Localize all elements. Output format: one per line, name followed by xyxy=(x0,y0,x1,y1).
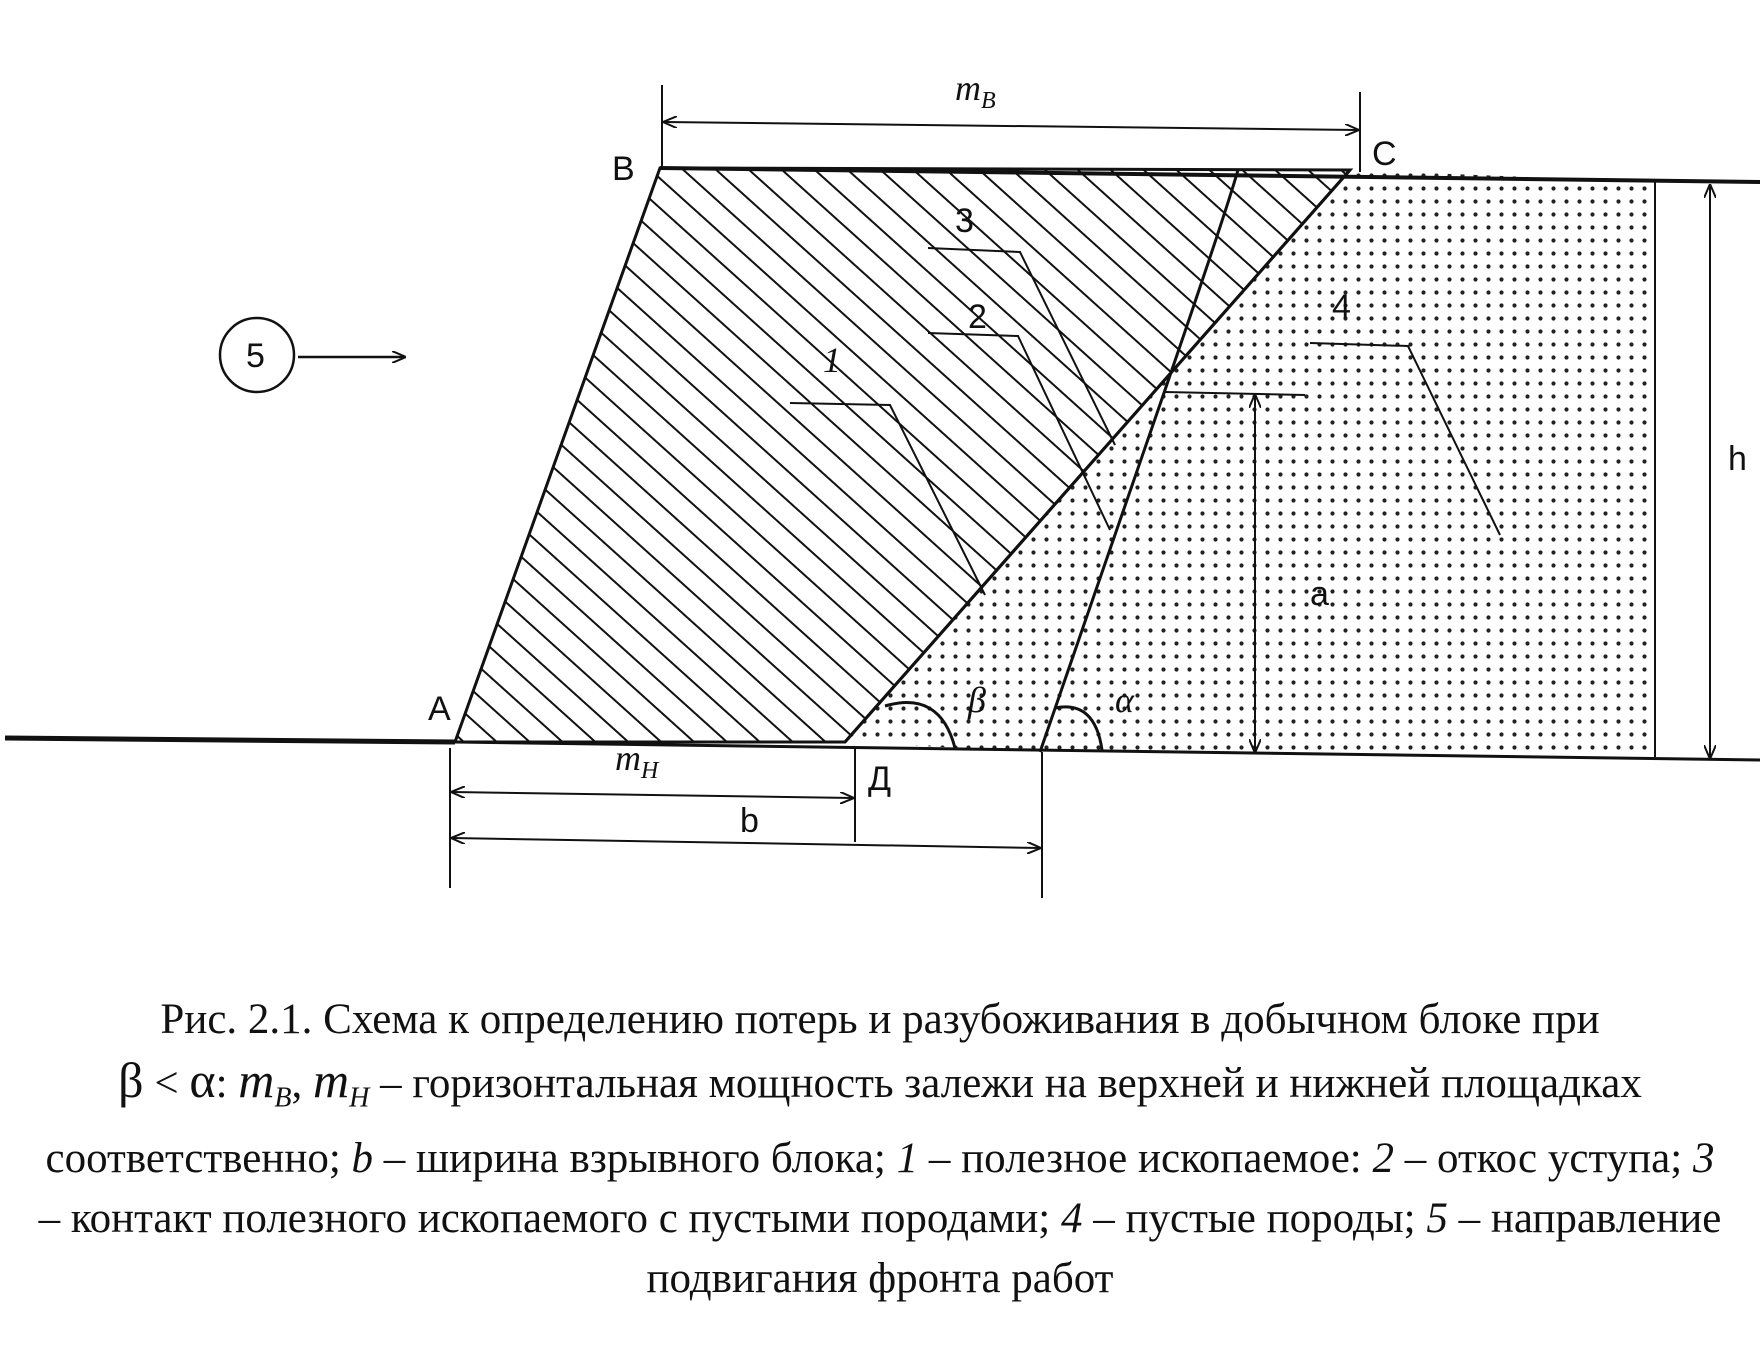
direction-5-number: 5 xyxy=(246,337,265,375)
dim-b-arrow xyxy=(452,838,1040,848)
leader-4 xyxy=(1309,342,1501,536)
figure-caption: Рис. 2.1. Схема к определению потерь и р… xyxy=(30,990,1730,1309)
ore-contact-line xyxy=(843,169,1352,743)
point-d-label: Д xyxy=(868,760,891,798)
b-label: b xyxy=(740,802,759,840)
mb-label: mB xyxy=(955,68,996,114)
leader-1 xyxy=(789,402,986,596)
a-label: a xyxy=(1310,575,1329,613)
leader-3 xyxy=(927,247,1116,446)
ground-line-left xyxy=(4,735,456,745)
caption-line-1: Рис. 2.1. Схема к определению потерь и р… xyxy=(160,996,1600,1043)
dim-a-top-line xyxy=(1164,391,1306,396)
caption-body: β < α: mB, mH – горизонтальная мощность … xyxy=(38,1052,1722,1302)
leader-2 xyxy=(927,332,1111,531)
bottom-bench-line xyxy=(454,740,1760,762)
mh-label: mH xyxy=(615,738,660,784)
leader-2-number: 2 xyxy=(968,298,987,336)
dim-mh-arrow xyxy=(452,792,853,798)
beta-arc xyxy=(884,701,957,749)
leader-3-number: 3 xyxy=(955,202,974,240)
mining-block-diagram: mB h a mH b β α A B C Д 1 2 3 4 5 xyxy=(4,68,1760,898)
dim-mb-arrow xyxy=(664,122,1358,130)
leader-1-number: 1 xyxy=(823,340,841,380)
direction-5-circle xyxy=(218,316,296,394)
alpha-arc xyxy=(1054,705,1104,751)
alpha-label: α xyxy=(1115,680,1135,720)
point-a-label: A xyxy=(428,690,451,728)
bench-slope-line xyxy=(1038,169,1240,753)
point-c-label: C xyxy=(1372,135,1397,173)
beta-label: β xyxy=(967,680,986,720)
top-bench-line xyxy=(659,166,1760,184)
leader-4-number: 4 xyxy=(1332,288,1351,326)
h-label: h xyxy=(1728,440,1747,478)
point-b-label: B xyxy=(612,150,635,188)
